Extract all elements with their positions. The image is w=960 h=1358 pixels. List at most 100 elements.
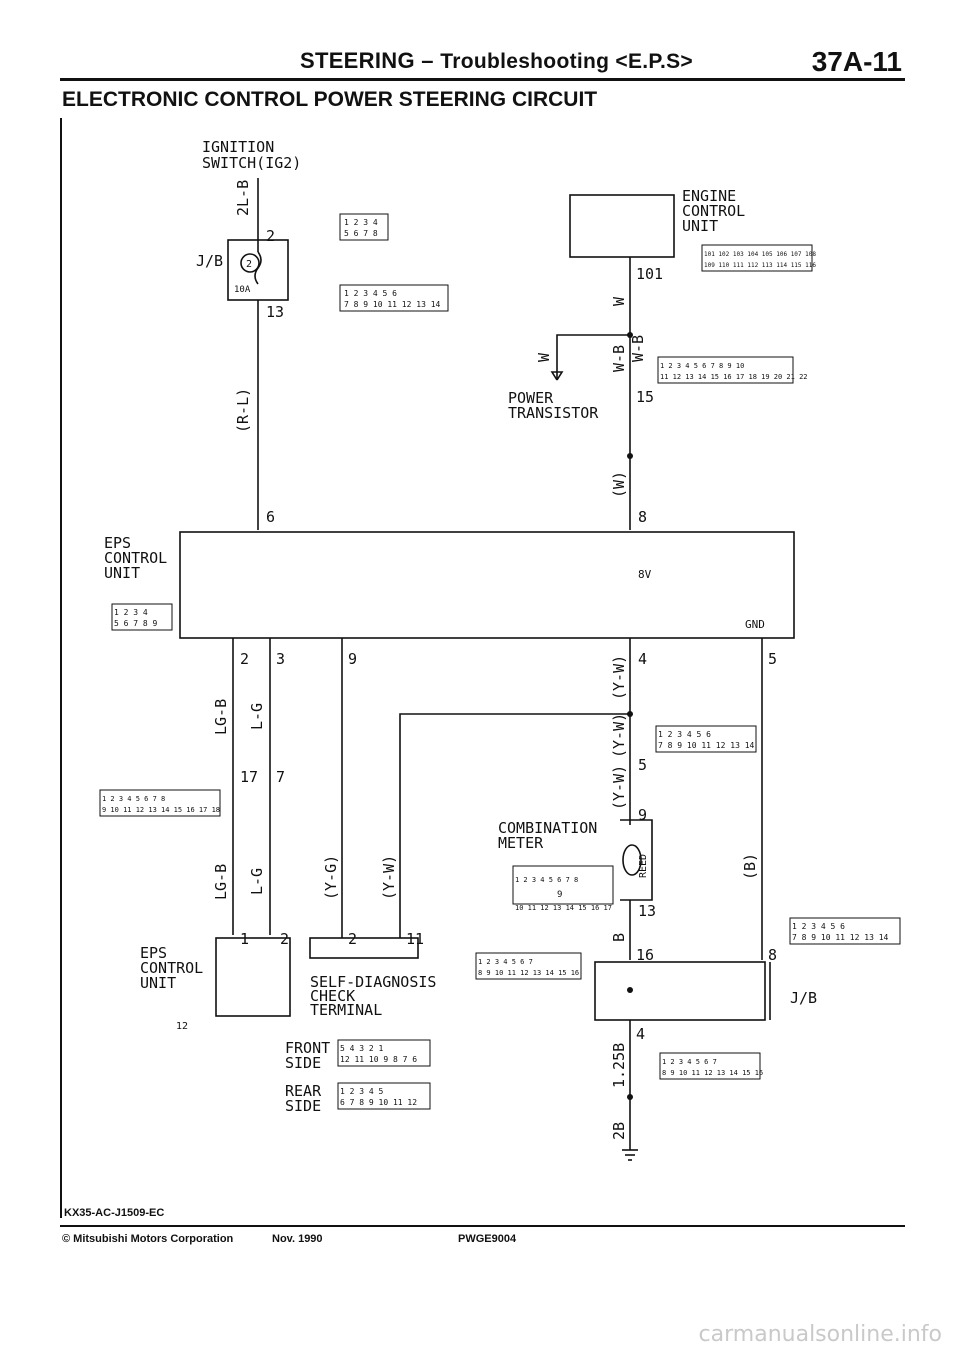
footer-rule xyxy=(60,1225,905,1227)
c1-row2: 5 6 7 8 xyxy=(344,229,378,238)
pin-7: 7 xyxy=(276,768,285,786)
wire-label-b2: B xyxy=(610,933,628,942)
pub-number: PWGE9004 xyxy=(458,1233,517,1245)
c10-row2: 7 8 9 10 11 12 13 14 xyxy=(792,933,889,942)
header-subtitle: Troubleshooting <E.P.S> xyxy=(440,50,693,73)
label-front-1: FRONT xyxy=(285,1039,330,1057)
label-meter-2: METER xyxy=(498,834,544,852)
pin-9b: 9 xyxy=(638,806,647,824)
wire-label-yg: (Y-G) xyxy=(322,855,340,900)
pin-2a: 2 xyxy=(266,227,275,245)
pin-101: 101 xyxy=(636,265,663,283)
wire-label-b1: (B) xyxy=(741,853,759,880)
wire-label-rl: (R-L) xyxy=(234,388,252,433)
wire-label-w2: W xyxy=(535,352,553,362)
label-rear-1: REAR xyxy=(285,1082,322,1100)
c13-row2: 8 9 10 11 12 13 14 15 16 xyxy=(662,1069,763,1077)
wire-label-lg2: L-G xyxy=(248,868,266,895)
pin-4a: 4 xyxy=(638,650,647,668)
left-margin-rule xyxy=(60,118,62,1218)
c3-row2: 109 110 111 112 113 114 115 116 xyxy=(704,262,816,269)
junction-block-lower xyxy=(594,961,766,1021)
c5-row1: 1 2 3 4 xyxy=(114,608,148,617)
label-eps-lower-1: EPS xyxy=(140,944,167,962)
label-8v: 8V xyxy=(638,568,652,581)
label-ecu-3: UNIT xyxy=(682,217,718,235)
figure-code: KX35-AC-J1509-EC xyxy=(64,1207,165,1219)
section-title: STEERING xyxy=(300,48,415,73)
label-selfdiag-1: SELF-DIAGNOSIS xyxy=(310,973,436,991)
label-ignition-2: SWITCH(IG2) xyxy=(202,154,301,172)
c11-row1: 5 4 3 2 1 xyxy=(340,1044,384,1053)
c2-row2: 7 8 9 10 11 12 13 14 xyxy=(344,300,441,309)
c7-row2: 7 8 9 10 11 12 13 14 xyxy=(658,741,755,750)
label-reed: REED xyxy=(638,854,649,878)
watermark: carmanualsonline.info xyxy=(698,1322,942,1347)
engine-ecu-box xyxy=(569,194,675,258)
wire-labels: 2L-B (R-L) W W W-B W-B (W) LG-B L-G (Y-W… xyxy=(212,180,759,1140)
c8-row2: 10 11 12 13 14 15 16 17 xyxy=(515,904,612,912)
reed-sensor xyxy=(622,844,642,876)
eps-control-unit-box xyxy=(179,531,795,639)
connector-icon-c8 xyxy=(512,865,614,905)
self-diag-terminal-box xyxy=(309,937,419,959)
pin-13b: 13 xyxy=(638,902,656,920)
label-meter-1: COMBINATION xyxy=(498,819,597,837)
connector-icon-c6 xyxy=(99,789,221,817)
wire-label-w1: W xyxy=(610,296,628,306)
label-power-transistor-1: POWER xyxy=(508,389,554,407)
c13-row1: 1 2 3 4 5 6 7 xyxy=(662,1058,717,1066)
connector-icon-c7 xyxy=(655,725,757,753)
label-selfdiag-3: TERMINAL xyxy=(310,1001,382,1019)
pin-2c: 2 xyxy=(280,930,289,948)
page-number: 37A-11 xyxy=(811,46,902,77)
wire-label-yw3: (Y-W) xyxy=(610,765,628,810)
wire-yw-branch xyxy=(399,713,630,938)
wire-label-yw4: (Y-W) xyxy=(380,855,398,900)
c9-row2: 8 9 10 11 12 13 14 15 16 xyxy=(478,969,579,977)
label-front-2: SIDE xyxy=(285,1054,321,1072)
c2-row1: 1 2 3 4 5 6 xyxy=(344,289,397,298)
pub-date: Nov. 1990 xyxy=(272,1233,323,1245)
c12-row1: 1 2 3 4 5 xyxy=(340,1087,384,1096)
wire-label-125b: 1.25B xyxy=(610,1043,628,1088)
pin-2d: 2 xyxy=(348,930,357,948)
fuse-number-circle xyxy=(240,253,260,273)
connector-icon-c10 xyxy=(789,917,901,945)
label-eps-lower-3: UNIT xyxy=(140,974,176,992)
label-eps-3: UNIT xyxy=(104,564,140,582)
c6-row2: 9 10 11 12 13 14 15 16 17 18 xyxy=(102,806,220,814)
connector-icon-c9 xyxy=(475,952,582,980)
c6-row1: 1 2 3 4 5 6 7 8 xyxy=(102,795,165,803)
connector-icon-c13 xyxy=(659,1052,761,1080)
pin-3: 3 xyxy=(276,650,285,668)
c5-row2: 5 6 7 8 9 xyxy=(114,619,158,628)
wire-label-lgb1: LG-B xyxy=(212,699,230,735)
pin-8b: 8 xyxy=(768,946,777,964)
pin-5b: 5 xyxy=(638,756,647,774)
pin-12: 12 xyxy=(176,1021,188,1032)
label-jb: J/B xyxy=(196,252,223,270)
pin-9a: 9 xyxy=(348,650,357,668)
wire-lines xyxy=(179,178,795,1161)
wire-label-yw1: (Y-W) xyxy=(610,655,628,700)
c3-row1: 101 102 103 104 105 106 107 108 xyxy=(704,251,816,258)
label-ecu-2: CONTROL xyxy=(682,202,745,220)
wire-label-lg1: L-G xyxy=(248,703,266,730)
splice-dot xyxy=(627,1094,633,1100)
label-fuse-no: 2 xyxy=(246,259,252,270)
label-ecu-1: ENGINE xyxy=(682,187,736,205)
pin-15: 15 xyxy=(636,388,654,406)
splice-dots xyxy=(627,332,633,1100)
pin-11: 11 xyxy=(406,930,424,948)
wire-label-wb1: W-B xyxy=(610,345,628,372)
wire-label-w3: (W) xyxy=(610,471,628,498)
eps-unit-lower-box xyxy=(215,937,291,1017)
splice-dot xyxy=(627,711,633,717)
splice-dot xyxy=(627,332,633,338)
c11-row2: 12 11 10 9 8 7 6 xyxy=(340,1055,417,1064)
label-power-transistor-2: TRANSISTOR xyxy=(508,404,599,422)
wire-label-2lb: 2L-B xyxy=(234,180,252,216)
label-eps-1: EPS xyxy=(104,534,131,552)
wire-label-wb2: W-B xyxy=(629,335,647,362)
